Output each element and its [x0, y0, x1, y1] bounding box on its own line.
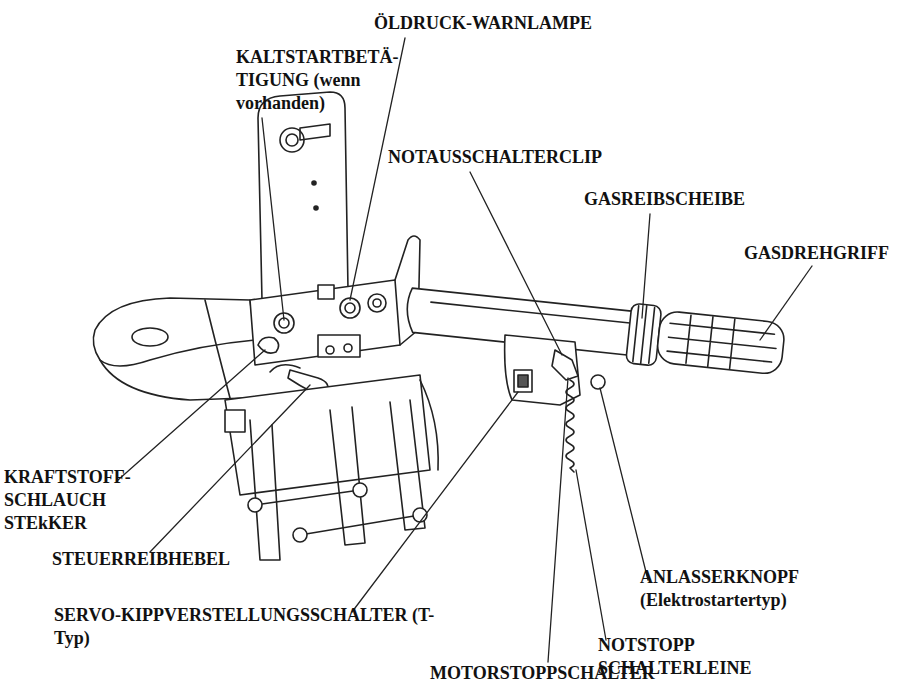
part-label: ÖLDRUCK-WARNLAMPE	[374, 12, 734, 35]
leader-line	[576, 470, 606, 640]
leader-line	[352, 392, 518, 612]
panel-knob-inner	[373, 299, 381, 307]
cover-edge	[205, 300, 230, 398]
panel-screw	[326, 346, 334, 354]
leader-line	[262, 118, 284, 320]
plate-outline	[258, 92, 348, 300]
steering-plate	[258, 92, 348, 300]
part-label: KALTSTARTBETÄ- TIGUNG (wenn vorhanden)	[236, 46, 426, 115]
part-label: SERVO-KIPPVERSTELLUNGSSCHALTER (T-Typ)	[54, 604, 454, 650]
plate-bolt	[280, 128, 304, 152]
friction-ring-ribs	[633, 305, 655, 364]
leader-line	[760, 266, 812, 340]
fuel-connector	[258, 337, 279, 353]
part-label: MOTORSTOPPSCHALTER	[430, 662, 750, 685]
cover-recess	[132, 328, 168, 346]
trim-switch	[514, 370, 532, 392]
part-label: GASDREHGRIFF	[744, 242, 909, 265]
panel-block	[318, 335, 360, 357]
panel-knob	[368, 294, 386, 312]
tiller-ridge	[431, 302, 630, 323]
grip-ribs	[666, 312, 779, 373]
plate-dot	[312, 181, 316, 185]
part-label: GASREIBSCHEIBE	[584, 188, 884, 211]
leader-line	[150, 385, 310, 552]
leader-line	[600, 388, 648, 580]
control-panel	[250, 236, 420, 392]
bracket-pin	[255, 490, 420, 535]
warn-lamp-window	[318, 285, 334, 299]
lamp-knob-inner	[345, 303, 355, 313]
plate-bolt-inner	[286, 134, 298, 146]
part-label: KRAFTSTOFF- SCHLAUCH STEkKER	[4, 466, 154, 535]
throttle-grip	[656, 310, 786, 375]
part-label: ANLASSERKNOPF (Elektrostartertyp)	[640, 566, 820, 612]
leader-line	[642, 214, 650, 318]
engine-cover	[93, 298, 255, 400]
leader-line	[548, 378, 568, 662]
panel-outline	[250, 280, 400, 365]
part-label: STEUERREIBHEBEL	[52, 548, 352, 571]
friction-lever-ring	[270, 365, 300, 372]
start-button	[591, 375, 605, 389]
stop-clip	[552, 350, 578, 380]
bracket-arm	[250, 420, 280, 560]
lamp-knob	[340, 298, 360, 318]
bracket-pin-end	[293, 528, 307, 542]
bracket-pin-end	[353, 483, 367, 497]
part-label: NOTAUSSCHALTERCLIP	[388, 146, 688, 169]
leader-line	[118, 350, 265, 480]
bracket-cable	[420, 380, 438, 470]
plate-dot	[314, 206, 318, 210]
panel-screw	[344, 344, 352, 352]
cover-outline	[93, 298, 255, 366]
leader-line	[470, 172, 562, 355]
trim-switch-inner	[518, 375, 528, 387]
grip-friction-ring	[626, 303, 662, 366]
cover-lower	[100, 360, 245, 400]
clamp-bracket	[225, 375, 438, 560]
bracket-tab	[225, 410, 245, 432]
stop-switch	[505, 335, 605, 472]
tiller-handle	[404, 280, 786, 379]
bracket-pin-end	[248, 498, 262, 512]
